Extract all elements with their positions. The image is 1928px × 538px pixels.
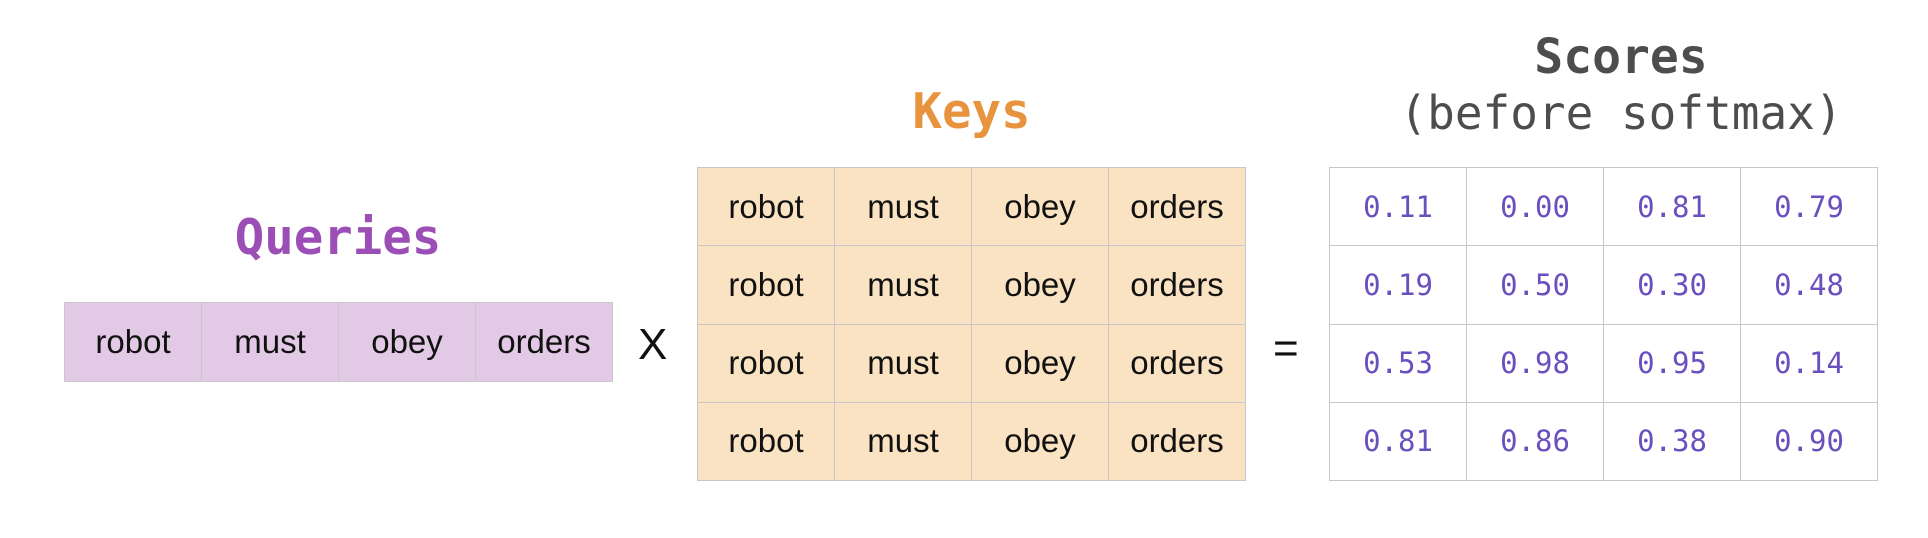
multiply-operator: X: [638, 320, 668, 369]
score-cell: 0.95: [1604, 324, 1741, 403]
key-cell: robot: [698, 324, 835, 403]
score-cell: 0.38: [1604, 402, 1741, 481]
query-cell: robot: [65, 303, 202, 382]
equals-operator: =: [1273, 324, 1299, 373]
key-cell: robot: [698, 246, 835, 325]
key-cell: must: [835, 324, 972, 403]
score-cell: 0.00: [1467, 168, 1604, 247]
scores-title: Scores: [1534, 29, 1708, 85]
key-cell: must: [835, 168, 972, 247]
query-cell: must: [202, 303, 339, 382]
score-cell: 0.14: [1741, 324, 1878, 403]
score-cell: 0.19: [1330, 246, 1467, 325]
key-cell: must: [835, 246, 972, 325]
score-cell: 0.81: [1604, 168, 1741, 247]
score-cell: 0.48: [1741, 246, 1878, 325]
key-cell: orders: [1109, 324, 1246, 403]
key-cell: obey: [972, 168, 1109, 247]
score-cell: 0.30: [1604, 246, 1741, 325]
score-cell: 0.86: [1467, 402, 1604, 481]
keys-title: Keys: [912, 83, 1031, 140]
score-cell: 0.98: [1467, 324, 1604, 403]
key-cell: orders: [1109, 246, 1246, 325]
key-cell: orders: [1109, 168, 1246, 247]
key-cell: must: [835, 402, 972, 481]
score-cell: 0.11: [1330, 168, 1467, 247]
query-cell: orders: [476, 303, 613, 382]
scores-subtitle: (before softmax): [1399, 86, 1843, 140]
score-cell: 0.53: [1330, 324, 1467, 403]
key-cell: obey: [972, 246, 1109, 325]
score-cell: 0.50: [1467, 246, 1604, 325]
key-cell: orders: [1109, 402, 1246, 481]
key-cell: obey: [972, 324, 1109, 403]
key-cell: robot: [698, 402, 835, 481]
score-cell: 0.79: [1741, 168, 1878, 247]
score-cell: 0.90: [1741, 402, 1878, 481]
score-cell: 0.81: [1330, 402, 1467, 481]
key-cell: obey: [972, 402, 1109, 481]
queries-title: Queries: [234, 209, 442, 266]
key-cell: robot: [698, 168, 835, 247]
query-cell: obey: [339, 303, 476, 382]
